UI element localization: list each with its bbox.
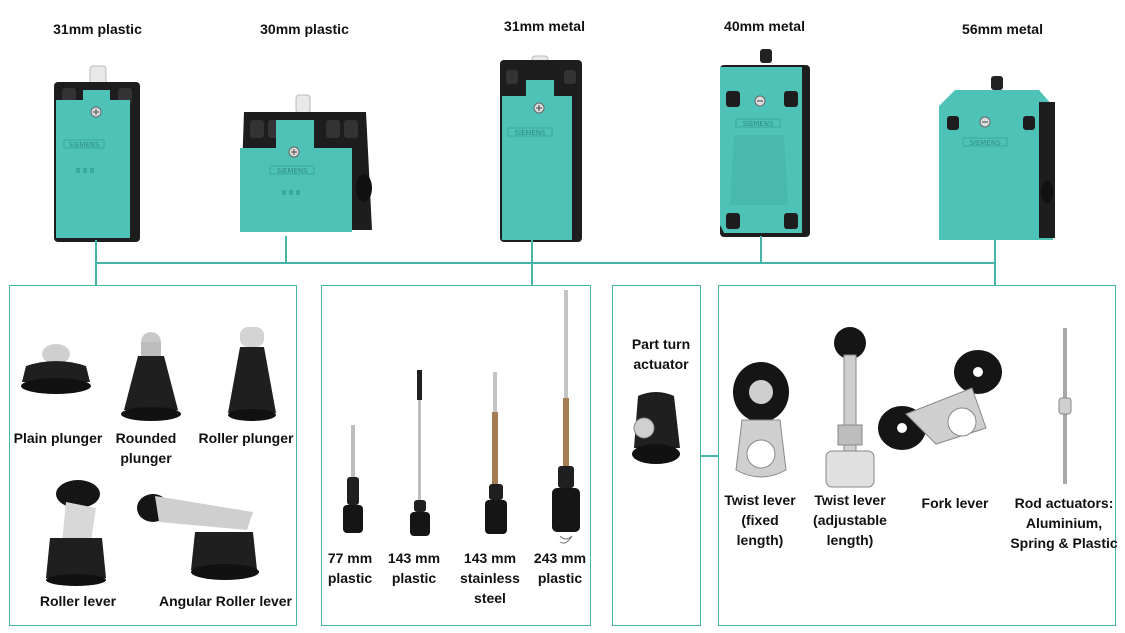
connector-drop-5 <box>994 240 996 285</box>
rod-143mm-steel-label: 143 mm stainless steel <box>460 550 520 606</box>
rounded-plunger-label: Rounded plunger <box>115 430 177 466</box>
switch-31mm-plastic-image: SIEMENS <box>54 65 140 242</box>
group-levers <box>718 285 1116 626</box>
rod-143mm-plastic-label: 143 mm plastic <box>387 550 441 586</box>
switch-40mm-metal-image: SIEMENS <box>720 49 810 237</box>
rod-77mm-image <box>343 425 363 533</box>
connector-drop-4 <box>760 236 762 264</box>
twist-lever-fixed-image <box>733 362 789 478</box>
fork-lever-image <box>878 350 1002 450</box>
switch-30mm-plastic-brand: SIEMENS <box>276 167 308 175</box>
rod-243mm-label: 243 mm plastic <box>533 550 587 586</box>
fork-lever-label: Fork lever <box>921 495 989 511</box>
part-turn-label: Part turn actuator <box>631 336 691 372</box>
group-part-turn <box>612 285 701 626</box>
connector-drop-box1 <box>95 262 97 285</box>
switch-56mm-metal-image: SIEMENS <box>939 76 1055 240</box>
rod-actuators-label: Rod actuators: Aluminium, Spring & Plast… <box>1010 495 1118 551</box>
angular-roller-lever-image <box>137 494 259 580</box>
twist-lever-fixed-label: Twist lever (fixed length) <box>724 492 796 548</box>
switch-title-31mm-metal: 31mm metal <box>504 18 585 34</box>
switch-30mm-plastic-image: SIEMENS <box>240 94 372 232</box>
connector-drop-2 <box>285 236 287 264</box>
twist-lever-adjustable-image <box>825 327 875 488</box>
switch-title-56mm-metal: 56mm metal <box>962 21 1043 37</box>
roller-plunger-label: Roller plunger <box>198 430 294 446</box>
switch-title-31mm-plastic: 31mm plastic <box>53 21 142 37</box>
group-rods <box>321 285 591 626</box>
rod-243mm-image <box>552 290 580 544</box>
connector-drop-3 <box>531 240 533 285</box>
switch-31mm-metal-image: SIEMENS <box>500 55 582 242</box>
part-turn-actuator-image <box>632 392 680 464</box>
roller-plunger-image <box>228 327 276 421</box>
roller-lever-image <box>46 480 106 586</box>
switch-56mm-metal-brand: SIEMENS <box>969 139 1001 147</box>
switch-title-30mm-plastic: 30mm plastic <box>260 21 349 37</box>
plain-plunger-label: Plain plunger <box>13 430 103 446</box>
switch-title-40mm-metal: 40mm metal <box>724 18 805 34</box>
connector-bus <box>95 262 996 264</box>
switch-31mm-plastic-brand: SIEMENS <box>68 141 100 149</box>
roller-lever-label: Roller lever <box>39 593 117 609</box>
rod-143mm-steel-image <box>485 372 507 534</box>
connector-link-part-turn <box>700 455 719 457</box>
twist-lever-adjustable-label: Twist lever (adjustable length) <box>813 492 887 548</box>
rounded-plunger-image <box>121 332 181 421</box>
group-plungers-levers <box>9 285 297 626</box>
switch-40mm-metal-brand: SIEMENS <box>742 120 774 128</box>
plain-plunger-image <box>21 344 91 394</box>
connector-drop-1 <box>95 240 97 264</box>
angular-roller-lever-label: Angular Roller lever <box>158 593 293 609</box>
rod-actuator-image <box>1058 328 1072 484</box>
switch-31mm-metal-brand: SIEMENS <box>514 129 546 137</box>
rod-77mm-label: 77 mm plastic <box>327 550 373 586</box>
rod-143mm-plastic-image <box>410 370 430 536</box>
